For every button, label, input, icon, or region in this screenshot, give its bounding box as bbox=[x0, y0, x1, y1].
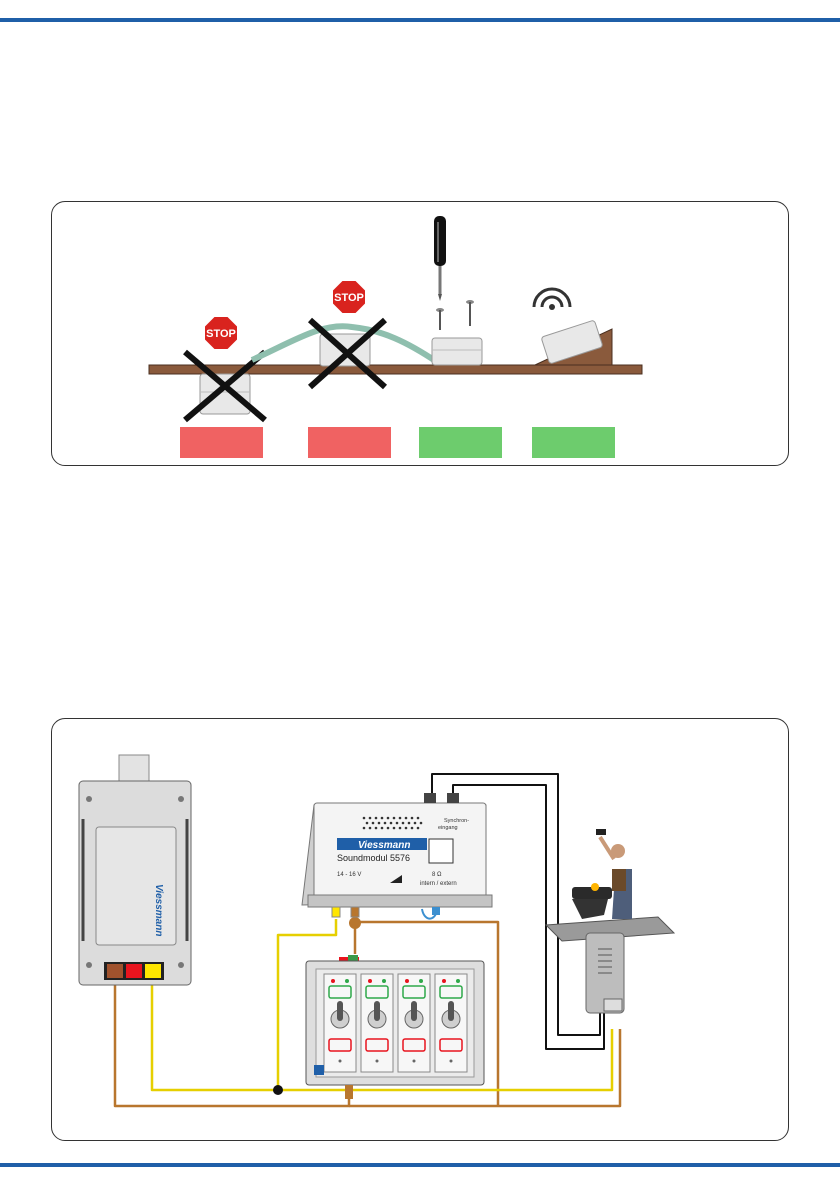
svg-text:Viessmann: Viessmann bbox=[153, 884, 164, 936]
svg-text:STOP: STOP bbox=[334, 292, 364, 304]
speaker-hole bbox=[369, 817, 372, 820]
footer-rule bbox=[0, 1163, 840, 1167]
speaker-hole bbox=[390, 822, 393, 825]
speaker-hole bbox=[381, 827, 384, 830]
speaker-hole bbox=[363, 817, 366, 820]
svg-text:14 - 16 V: 14 - 16 V bbox=[337, 872, 361, 878]
speaker-hole bbox=[378, 822, 381, 825]
toggle-switch bbox=[361, 974, 393, 1072]
module-screwed bbox=[432, 338, 482, 365]
mounting-panel: STOP STOP bbox=[51, 201, 789, 466]
screwdriver-icon bbox=[434, 216, 446, 301]
speaker-hole bbox=[405, 817, 408, 820]
speaker-hole bbox=[384, 822, 387, 825]
speaker-hole bbox=[405, 827, 408, 830]
svg-text:Viessmann: Viessmann bbox=[358, 840, 410, 851]
blacksmith-figure bbox=[546, 829, 674, 1013]
module-under-landscape bbox=[252, 320, 437, 387]
stop-sign-icon: STOP bbox=[332, 280, 366, 314]
speaker-hole bbox=[399, 827, 402, 830]
speaker-hole bbox=[414, 822, 417, 825]
svg-text:STOP: STOP bbox=[206, 328, 236, 340]
terminal-red bbox=[126, 964, 142, 978]
speaker-hole bbox=[375, 827, 378, 830]
speaker-hole bbox=[393, 817, 396, 820]
terminal-yellow bbox=[145, 964, 161, 978]
toggle-switch bbox=[324, 974, 356, 1072]
speaker-hole bbox=[411, 817, 414, 820]
wiring-diagram: Viessmann Synchron- eingang Viessmann So… bbox=[52, 719, 788, 1140]
status-box-correct bbox=[532, 427, 615, 458]
power-supply: Viessmann bbox=[79, 755, 191, 985]
speaker-hole bbox=[417, 817, 420, 820]
speaker-hole bbox=[369, 827, 372, 830]
speaker-hole bbox=[399, 817, 402, 820]
wiring-panel: Viessmann Synchron- eingang Viessmann So… bbox=[51, 718, 789, 1141]
speaker-hole bbox=[381, 817, 384, 820]
speaker-hole bbox=[387, 827, 390, 830]
baseboard bbox=[149, 365, 642, 374]
speaker-hole bbox=[396, 822, 399, 825]
speaker-hole bbox=[408, 822, 411, 825]
svg-text:intern / extern: intern / extern bbox=[420, 881, 457, 887]
speaker-hole bbox=[411, 827, 414, 830]
junction-dot bbox=[349, 917, 361, 929]
junction-dot bbox=[273, 1085, 283, 1095]
speaker-hole bbox=[417, 827, 420, 830]
speaker-hole bbox=[375, 817, 378, 820]
svg-text:Soundmodul 5576: Soundmodul 5576 bbox=[337, 853, 410, 863]
switch-panel bbox=[306, 955, 484, 1099]
speaker-hole bbox=[420, 822, 423, 825]
speaker-hole bbox=[366, 822, 369, 825]
toggle-switch bbox=[398, 974, 430, 1072]
status-box-wrong bbox=[180, 427, 263, 458]
sound-wave-icon bbox=[534, 289, 570, 310]
speaker-hole bbox=[363, 827, 366, 830]
svg-text:8 Ω: 8 Ω bbox=[432, 872, 442, 878]
mounting-diagram: STOP STOP bbox=[52, 202, 788, 465]
stop-sign-icon: STOP bbox=[204, 316, 238, 350]
sound-module: Synchron- eingang Viessmann Soundmodul 5… bbox=[302, 793, 492, 917]
speaker-hole bbox=[393, 827, 396, 830]
speaker-hole bbox=[372, 822, 375, 825]
screw-icon bbox=[436, 300, 474, 330]
terminal-brown bbox=[107, 964, 123, 978]
speaker-hole bbox=[402, 822, 405, 825]
module-on-wedge bbox=[535, 320, 612, 365]
status-box-correct bbox=[419, 427, 502, 458]
svg-text:Synchron-: Synchron- bbox=[444, 818, 469, 824]
header-rule bbox=[0, 18, 840, 22]
toggle-switch bbox=[435, 974, 467, 1072]
status-box-wrong bbox=[308, 427, 391, 458]
svg-text:eingang: eingang bbox=[438, 825, 458, 831]
speaker-hole bbox=[387, 817, 390, 820]
